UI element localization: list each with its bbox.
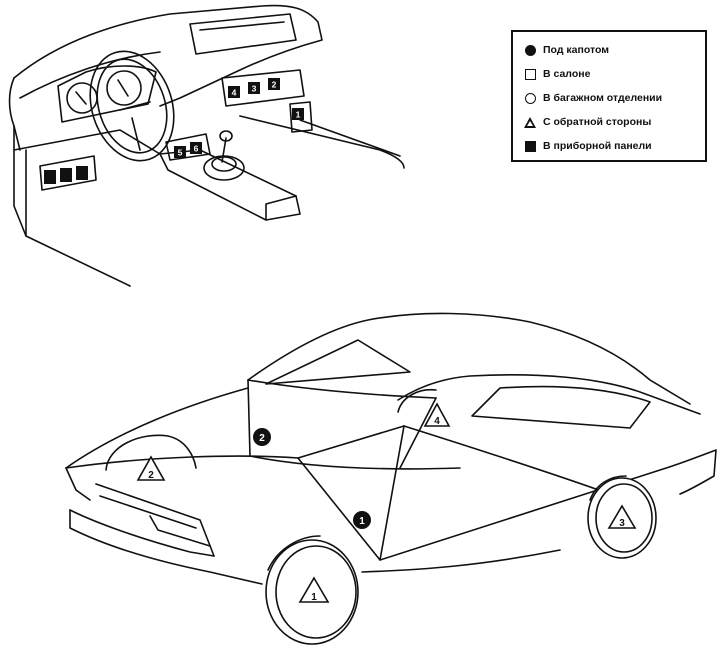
dash-marker-4-label: 4	[232, 88, 237, 98]
car-marker-triangle-3: 3	[607, 504, 637, 529]
car-marker-triangle-3-label: 3	[619, 518, 625, 529]
legend-item-trunk: В багажном отделении	[523, 86, 697, 110]
filled-circle-icon	[523, 43, 537, 57]
dash-marker-6-label: 6	[194, 144, 199, 154]
legend-label-instrument-panel: В приборной панели	[543, 140, 652, 152]
dash-marker-1-label: 1	[296, 110, 301, 120]
car-marker-triangle-2-label: 2	[148, 470, 154, 481]
dash-marker-1: 1	[292, 108, 304, 120]
car-marker-triangle-1: 1	[298, 576, 330, 603]
legend-item-under-hood: Под капотом	[523, 38, 697, 62]
dash-marker-2-label: 2	[272, 80, 277, 90]
dash-marker-3: 3	[248, 82, 260, 94]
car-marker-triangle-1-label: 1	[311, 592, 317, 603]
car-marker-circle-1-label: 1	[359, 516, 365, 527]
triangle-icon	[523, 115, 537, 129]
legend-label-reverse-side: С обратной стороны	[543, 116, 652, 128]
legend-item-cabin: В салоне	[523, 62, 697, 86]
dashboard-drawing	[8, 4, 405, 287]
dash-marker-3-label: 3	[252, 84, 257, 94]
legend-label-cabin: В салоне	[543, 68, 591, 80]
lower-fuse-block-icon	[44, 166, 88, 184]
legend-box: Под капотом В салоне В багажном отделени…	[511, 30, 707, 162]
dash-marker-5: 5	[174, 146, 186, 158]
open-circle-icon	[523, 91, 537, 105]
legend-item-instrument-panel: В приборной панели	[523, 134, 697, 158]
car-marker-circle-2: 2	[253, 428, 271, 446]
legend-label-under-hood: Под капотом	[543, 44, 610, 56]
dash-marker-2: 2	[268, 78, 280, 90]
dash-marker-6: 6	[190, 142, 202, 154]
legend-label-trunk: В багажном отделении	[543, 92, 663, 104]
car-markers: 2 4 1 2 1 3	[136, 402, 637, 603]
car-marker-triangle-4-label: 4	[434, 416, 440, 427]
dash-marker-4: 4	[228, 86, 240, 98]
dash-marker-5-label: 5	[178, 148, 183, 158]
legend-item-reverse-side: С обратной стороны	[523, 110, 697, 134]
car-marker-circle-1: 1	[353, 511, 371, 529]
car-marker-triangle-2: 2	[136, 455, 166, 481]
filled-square-icon	[523, 139, 537, 153]
dashboard-markers: 4 3 2 1 5 6	[44, 78, 304, 184]
open-square-icon	[523, 67, 537, 81]
car-marker-triangle-4: 4	[423, 402, 451, 427]
car-marker-circle-2-label: 2	[259, 433, 265, 444]
